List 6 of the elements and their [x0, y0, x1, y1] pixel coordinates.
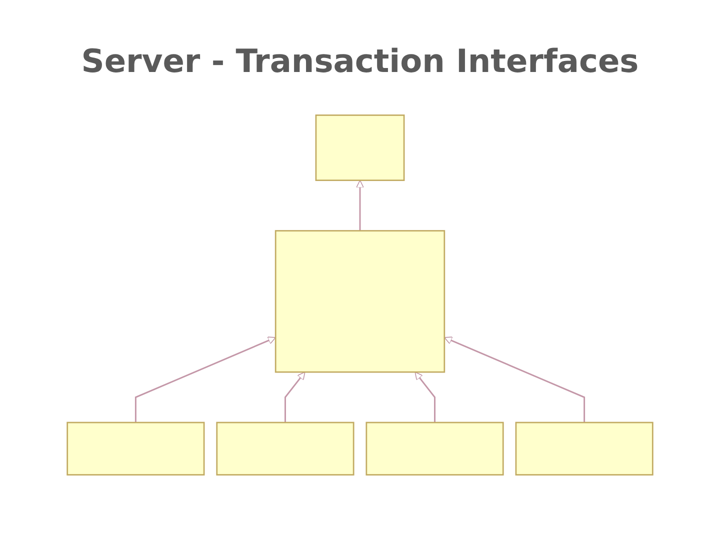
- generalization-arrow: [444, 336, 586, 423]
- generalization-arrow: [414, 372, 436, 423]
- generalization-arrow: [284, 372, 306, 423]
- generalization-arrow: [134, 336, 276, 423]
- title: Server - Transaction Interfaces: [81, 42, 639, 80]
- generalization-arrow: [356, 180, 364, 231]
